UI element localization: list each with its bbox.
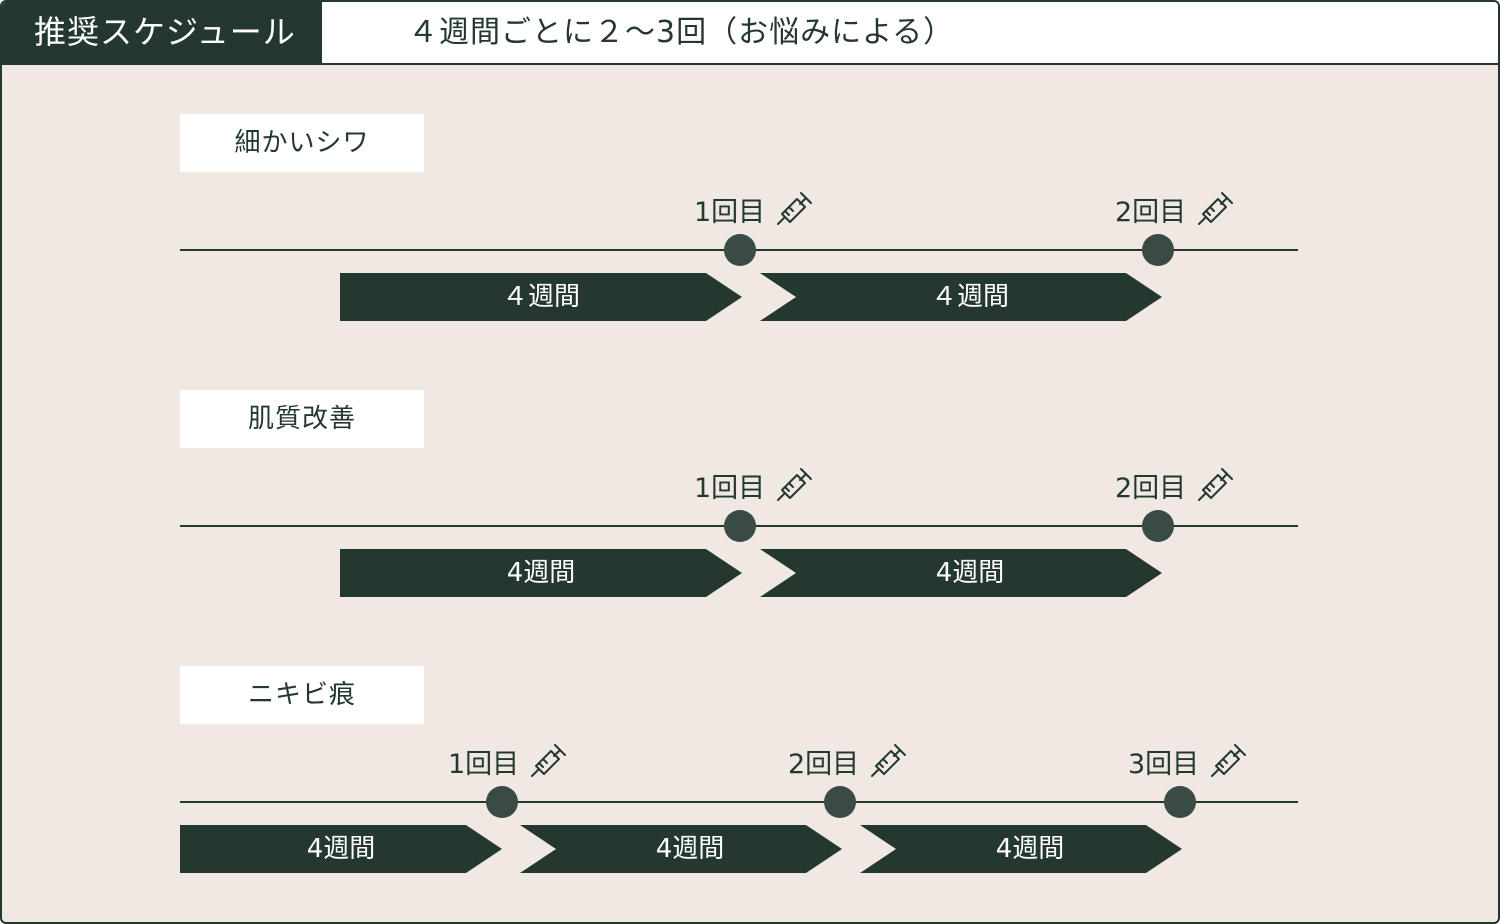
interval-arrow: ４週間 [340,273,742,321]
session-dot [824,786,856,818]
interval-arrow: 4週間 [340,549,742,597]
concern-label: ニキビ痕 [180,666,424,724]
session-label: 2回目 [1115,196,1187,228]
syringe-icon [869,741,909,781]
concern-label: 肌質改善 [180,390,424,448]
session-label: 2回目 [788,748,860,780]
section-0: 細かいシワ 1回目 2回目 ４週間 ４週間 [2,114,1498,374]
session-label: 2回目 [1115,472,1187,504]
session-dot [1142,510,1174,542]
session-dot [724,510,756,542]
interval-arrow: 4週間 [860,825,1182,873]
session-dot [1164,786,1196,818]
session-label: 1回目 [694,196,766,228]
header: 推奨スケジュール ４週間ごとに２〜3回（お悩みによる） [2,2,1498,65]
concern-label: 細かいシワ [180,114,424,172]
schedule-description: ４週間ごとに２〜3回（お悩みによる） [408,15,955,50]
session-label: 3回目 [1128,748,1200,780]
interval-arrow: 4週間 [520,825,842,873]
interval-arrow: 4週間 [760,549,1162,597]
interval-arrow: ４週間 [760,273,1162,321]
session-marker: 1回目 [694,465,815,505]
session-label: 1回目 [448,748,520,780]
schedule-title: 推奨スケジュール [2,2,322,63]
session-label: 1回目 [694,472,766,504]
session-marker: 1回目 [448,741,569,781]
session-marker: 2回目 [1115,465,1236,505]
syringe-icon [529,741,569,781]
session-marker: 2回目 [1115,189,1236,229]
section-1: 肌質改善 1回目 2回目 4週間 4週間 [2,390,1498,650]
section-2: ニキビ痕 1回目 2回目 3回目 4週間 4週間 4週間 [2,666,1498,924]
syringe-icon [1209,741,1249,781]
syringe-icon [1196,465,1236,505]
timeline-line [180,801,1298,803]
session-dot [1142,234,1174,266]
session-marker: 1回目 [694,189,815,229]
syringe-icon [775,465,815,505]
session-dot [486,786,518,818]
session-marker: 2回目 [788,741,909,781]
syringe-icon [1196,189,1236,229]
session-dot [724,234,756,266]
syringe-icon [775,189,815,229]
session-marker: 3回目 [1128,741,1249,781]
interval-arrow: 4週間 [180,825,502,873]
